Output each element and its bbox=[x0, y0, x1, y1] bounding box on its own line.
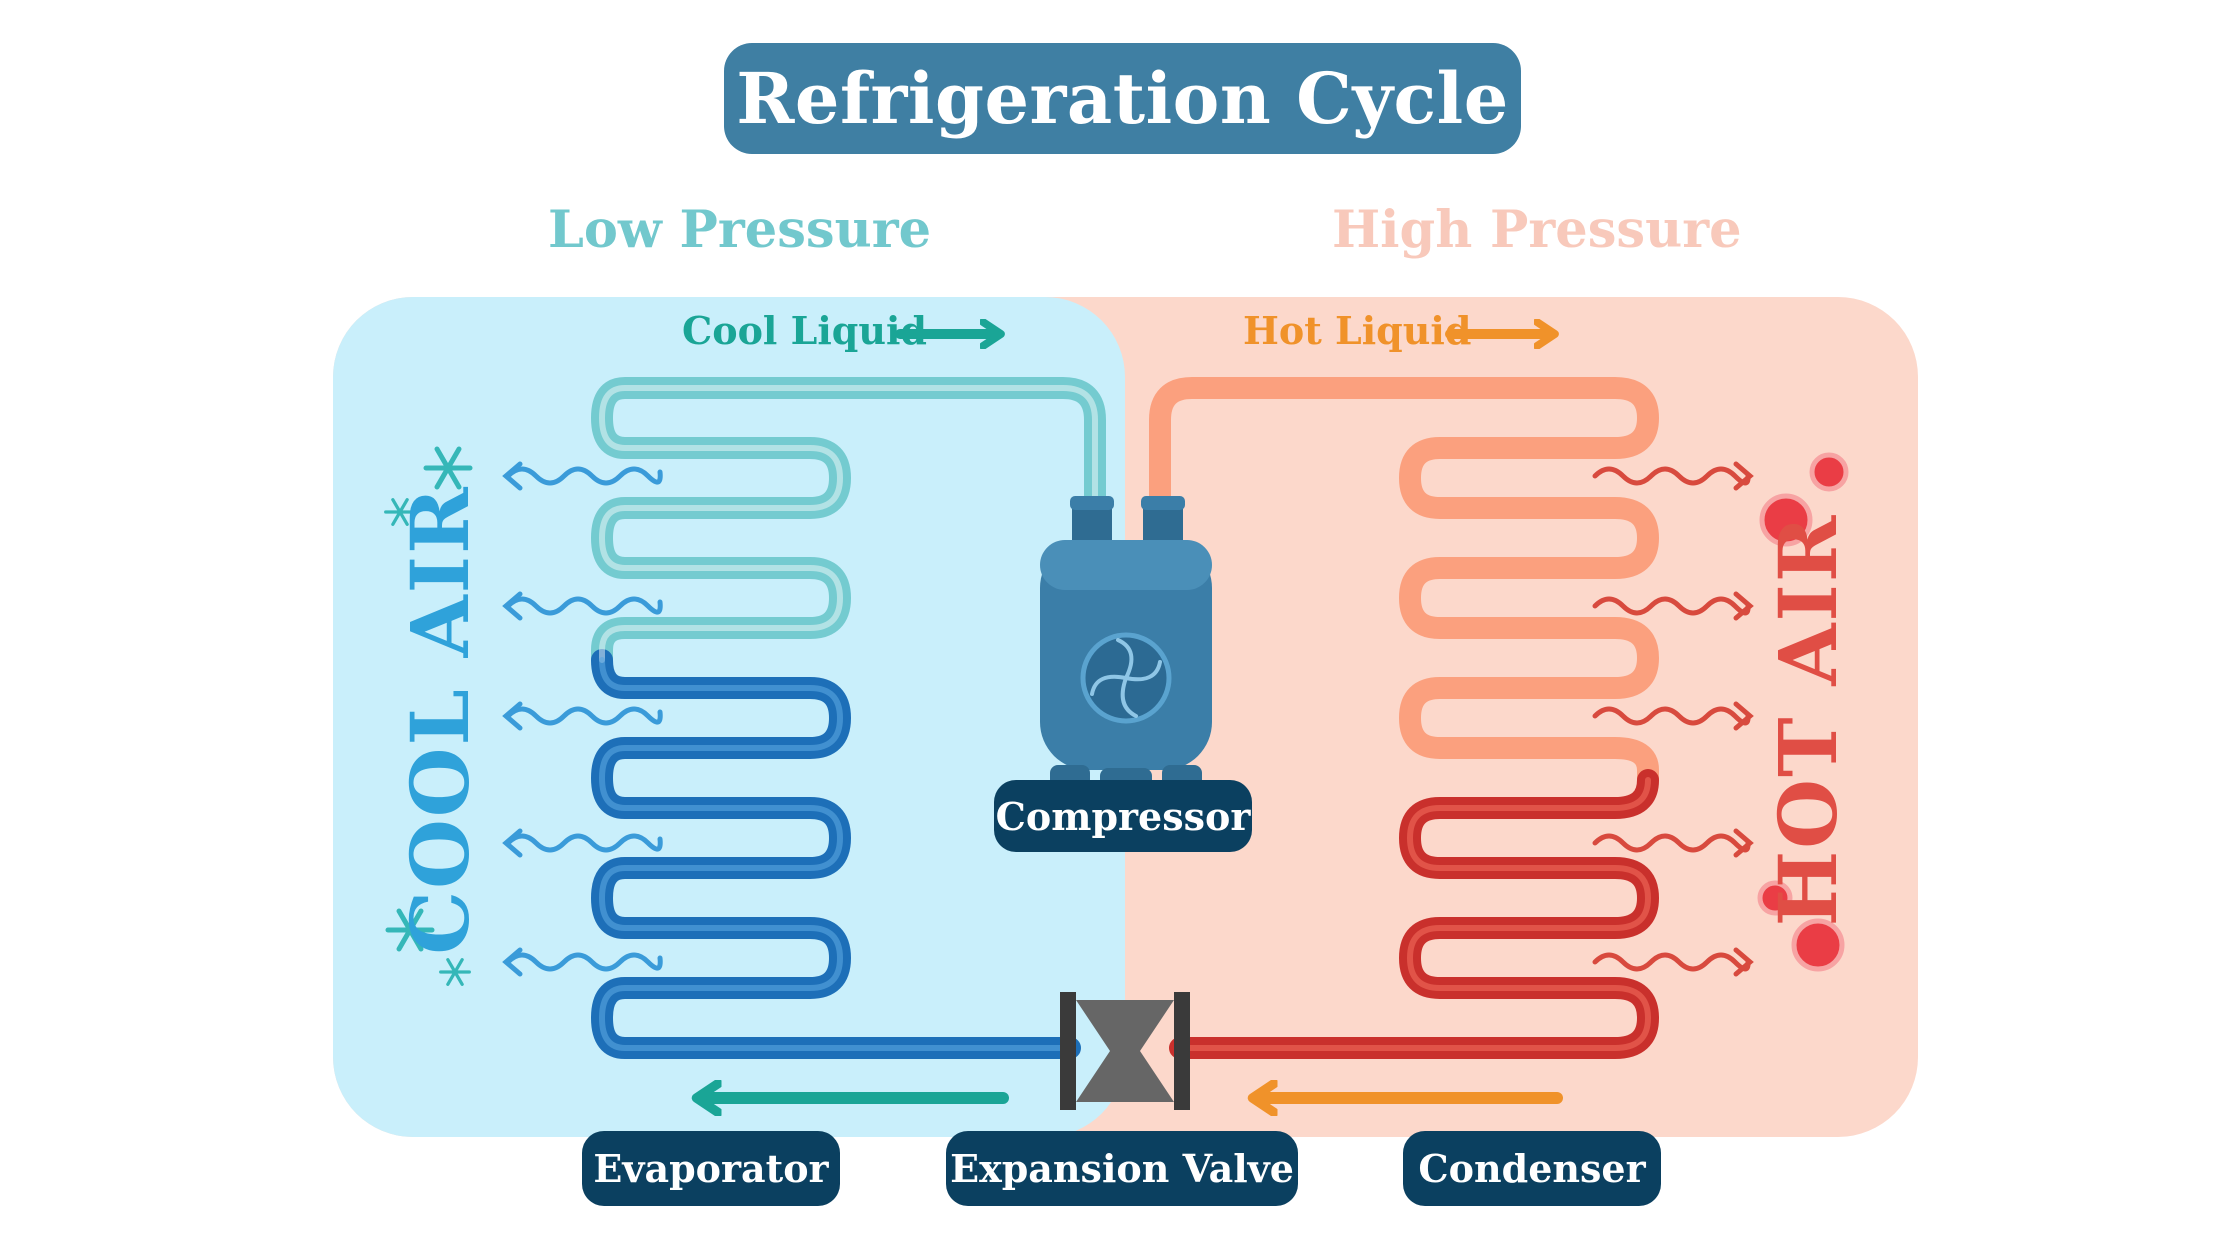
heat-dot-icon bbox=[1757, 452, 1849, 972]
evaporator-label: Evaporator bbox=[582, 1131, 840, 1206]
evaporator-coil bbox=[591, 377, 1106, 1059]
condenser-coil bbox=[1149, 377, 1659, 1059]
compressor bbox=[1040, 496, 1212, 795]
title-banner: Refrigeration Cycle bbox=[724, 43, 1521, 154]
hot-air-waves bbox=[1592, 461, 1754, 977]
condenser-label: Condenser bbox=[1403, 1131, 1661, 1206]
cool-air-label: COOL AIR bbox=[393, 485, 487, 955]
high-pressure-heading: High Pressure bbox=[1332, 200, 1742, 260]
evaporator-coil-cool-section bbox=[591, 377, 1106, 671]
expansion-valve-label: Expansion Valve bbox=[946, 1131, 1298, 1206]
low-pressure-heading: Low Pressure bbox=[548, 200, 932, 260]
cool-air-waves bbox=[502, 461, 663, 977]
page-title: Refrigeration Cycle bbox=[736, 57, 1509, 140]
cool-liquid-label: Cool Liquid bbox=[682, 308, 927, 353]
compressor-label: Compressor bbox=[994, 780, 1252, 852]
snowflake-icon bbox=[384, 446, 473, 986]
hot-air-label: HOT AIR bbox=[1761, 513, 1855, 927]
hot-liquid-label: Hot Liquid bbox=[1243, 308, 1472, 353]
expansion-valve bbox=[1060, 992, 1190, 1110]
condenser-coil-warm-section bbox=[1149, 377, 1659, 791]
